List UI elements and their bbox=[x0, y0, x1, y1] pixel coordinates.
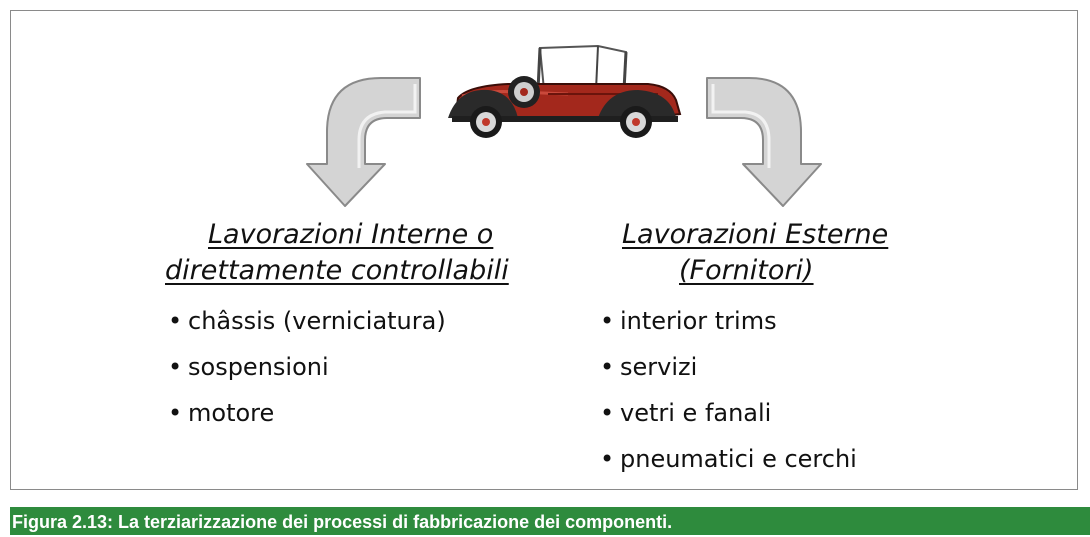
bullet: • bbox=[600, 307, 615, 335]
list-item: •pneumatici e cerchi bbox=[600, 436, 857, 482]
list-item-label: châssis (verniciatura) bbox=[188, 307, 446, 335]
bullet: • bbox=[600, 399, 615, 427]
list-item: •motore bbox=[168, 390, 446, 436]
bullet: • bbox=[168, 307, 183, 335]
bullet: • bbox=[168, 399, 183, 427]
list-item-label: motore bbox=[188, 399, 275, 427]
curved-arrow-down-right-icon bbox=[706, 77, 822, 207]
list-item-label: pneumatici e cerchi bbox=[620, 445, 857, 473]
left-heading-line2: direttamente controllabili bbox=[165, 255, 509, 286]
internal-processes-list: •châssis (verniciatura) •sospensioni •mo… bbox=[168, 298, 446, 436]
bullet: • bbox=[168, 353, 183, 381]
bullet: • bbox=[600, 353, 615, 381]
external-suppliers-list: •interior trims •servizi •vetri e fanali… bbox=[600, 298, 857, 482]
list-item: •châssis (verniciatura) bbox=[168, 298, 446, 344]
list-item-label: vetri e fanali bbox=[620, 399, 772, 427]
list-item: •sospensioni bbox=[168, 344, 446, 390]
curved-arrow-down-left-icon bbox=[306, 77, 421, 207]
list-item: •vetri e fanali bbox=[600, 390, 857, 436]
list-item: •interior trims bbox=[600, 298, 857, 344]
list-item-label: sospensioni bbox=[188, 353, 329, 381]
right-heading-line2: (Fornitori) bbox=[679, 255, 814, 286]
right-heading-line1: Lavorazioni Esterne bbox=[622, 219, 889, 250]
list-item-label: interior trims bbox=[620, 307, 777, 335]
vintage-car-icon bbox=[448, 44, 682, 138]
list-item: •servizi bbox=[600, 344, 857, 390]
figure-caption: Figura 2.13: La terziarizzazione dei pro… bbox=[10, 507, 1090, 535]
bullet: • bbox=[600, 445, 615, 473]
left-heading-line1: Lavorazioni Interne o bbox=[208, 219, 494, 250]
list-item-label: servizi bbox=[620, 353, 698, 381]
